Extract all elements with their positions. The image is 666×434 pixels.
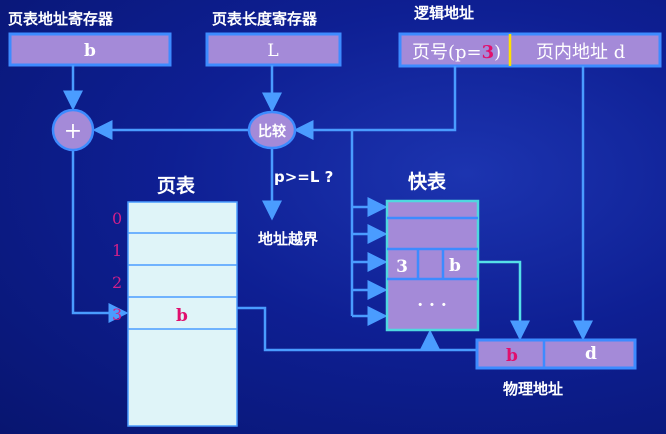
- page-length-register-box: [205, 32, 342, 67]
- page-length-register-label: 页表长度寄存器: [212, 10, 318, 28]
- tlb: [385, 199, 480, 332]
- comparator-label: 比较: [258, 123, 286, 140]
- comparator-condition: p>=L ?: [274, 168, 333, 186]
- page-table-register-box: [8, 32, 172, 67]
- page-table: [127, 201, 238, 427]
- physical-address-label: 物理地址: [503, 380, 563, 398]
- logical-address-label: 逻辑地址: [414, 4, 474, 22]
- adder-symbol: +: [64, 119, 82, 144]
- page-table-title: 页表: [157, 174, 196, 197]
- tlb-search-arrows: [352, 197, 388, 326]
- physical-address-box: [475, 338, 637, 370]
- page-length-register-value: L: [267, 41, 278, 61]
- page-index-2: 2: [112, 273, 122, 292]
- logical-address-box: [398, 32, 662, 68]
- page-table-row-dividers: [128, 232, 237, 330]
- page-table-register-label: 页表地址寄存器: [8, 10, 114, 28]
- page-table-row3-frame: b: [176, 306, 188, 326]
- arrow-tlb-to-physical: [478, 260, 530, 341]
- page-number-field: 页号(p=3): [412, 42, 501, 63]
- arrow-adder-to-page-table: [71, 150, 129, 323]
- arrow-page-to-comparator: [293, 66, 457, 140]
- physical-frame: b: [506, 346, 518, 366]
- page-offset-field: 页内地址 d: [536, 42, 625, 63]
- adder: [51, 108, 95, 152]
- page-index-0: 0: [112, 209, 122, 228]
- tlb-page-entry: 3: [396, 257, 408, 277]
- page-index-1: 1: [112, 241, 122, 260]
- page-table-register-value: b: [84, 41, 96, 61]
- line-page-table-to-physical: [237, 306, 477, 352]
- comparator: [247, 110, 297, 150]
- page-index-3: 3: [112, 305, 122, 324]
- tlb-dividers: [387, 216, 478, 281]
- tlb-frame-entry: b: [449, 256, 461, 276]
- overflow-label: 地址越界: [258, 230, 318, 248]
- tlb-title: 快表: [408, 170, 447, 193]
- physical-offset: d: [585, 344, 597, 364]
- tlb-ellipsis: . . .: [417, 291, 447, 311]
